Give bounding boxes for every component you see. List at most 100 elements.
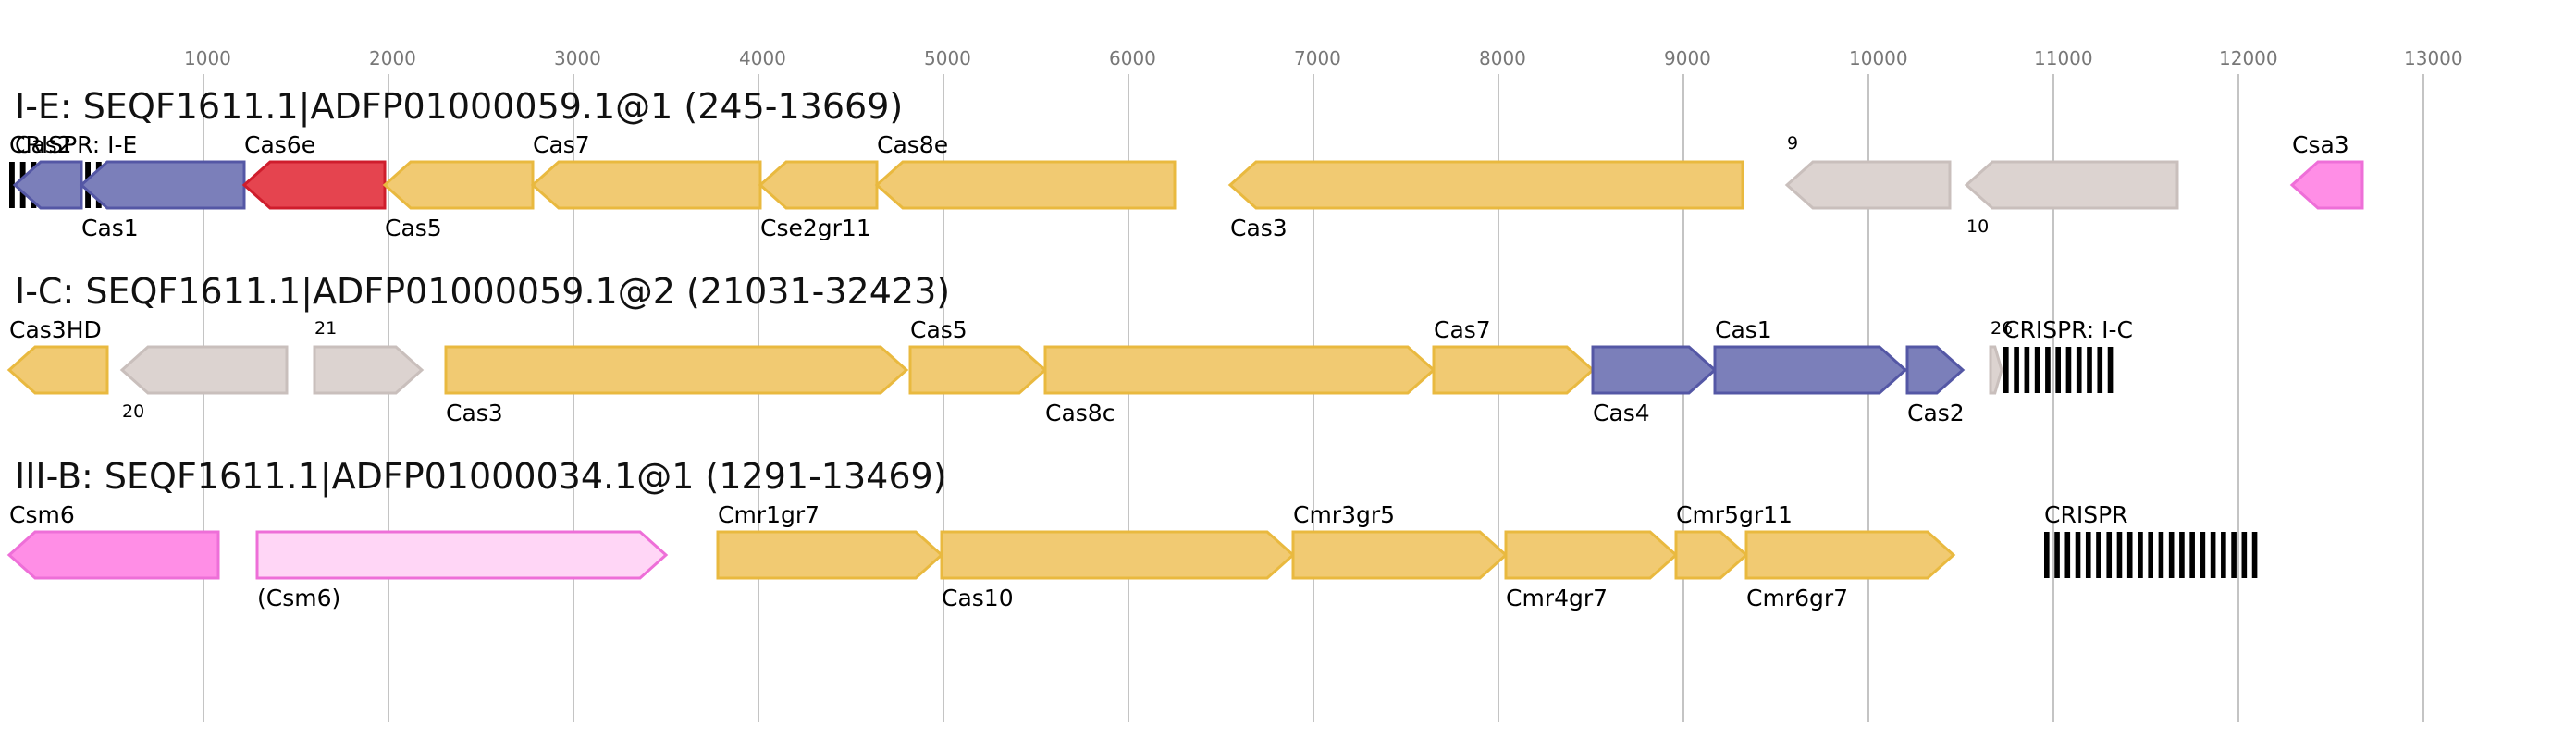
gene-label: Cas6e [244,131,315,158]
gene-label: Cas8c [1045,400,1115,426]
axis-tick-label: 8000 [1479,47,1526,69]
axis-tick-label: 2000 [369,47,416,69]
gene-arrow [940,530,1296,580]
crispr-repeat [2200,532,2206,578]
crispr-repeat [2179,532,2185,578]
crispr-repeat [2126,532,2133,578]
crispr-repeat [2241,532,2248,578]
gene-arrow [1964,160,2179,210]
crispr-repeat [2065,347,2072,393]
gene-arrow [1744,530,1956,580]
gene-label: Cmr3gr5 [1293,501,1395,528]
axis-tick-label: 11000 [2034,47,2093,69]
axis-tick-label: 3000 [554,47,601,69]
axis-tick-label: 7000 [1294,47,1341,69]
gene-arrow [255,530,669,580]
gene-label: 21 [314,318,337,339]
crispr-repeat [2034,347,2040,393]
gene-arrow [2289,160,2364,210]
gene-arrow [119,345,289,395]
crispr-repeat [2107,347,2114,393]
gene-label: 9 [1787,133,1798,154]
crispr-array [2044,532,2258,578]
crispr-repeat [2044,532,2050,578]
gene-label: Cas2 [15,131,72,158]
crispr-repeat [2189,532,2195,578]
gene-label: Cas4 [1593,400,1650,426]
gene-label: (Csm6) [257,585,340,611]
gene-label: CRISPR [2044,501,2128,528]
gene-label: Cas1 [81,215,139,241]
crispr-repeat [2096,532,2101,578]
gene-label: 20 [122,401,144,422]
gene-label: Csa3 [2292,131,2349,158]
gene-arrow [758,160,879,210]
gene-arrow [908,345,1048,395]
gene-arrow [1504,530,1679,580]
gene-label: Cas1 [1715,316,1772,343]
crispr-repeat [2045,347,2051,393]
gene-label: 10 [1966,216,1989,237]
crispr-repeat [2054,532,2060,578]
gene-arrow [530,160,762,210]
axis-tick-label: 9000 [1664,47,1711,69]
gene-label: Cse2gr11 [760,215,871,241]
gene-arrow [716,530,944,580]
crispr-repeat [2221,532,2226,578]
crispr-repeat [2251,532,2258,578]
crispr-array [2003,347,2114,393]
gene-arrow [313,345,425,395]
gene-label: Cmr1gr7 [718,501,820,528]
gene-label: CRISPR: I-E [9,131,137,158]
gene-arrow [241,160,387,210]
crispr-repeat [2003,347,2009,393]
crispr-repeat [2158,532,2164,578]
gene-label: Cmr4gr7 [1506,585,1608,611]
gene-label: CRISPR: I-C [2003,316,2133,343]
crispr-repeat [2087,347,2092,393]
gene-arrow [79,160,246,210]
track: I-E: SEQF1611.1|ADFP01000059.1@1 (245-13… [9,86,2364,241]
gene-label: Cas3 [446,400,503,426]
gene-label: Cas8e [877,131,948,158]
gene-label: Cas10 [942,585,1014,611]
gene-arrow [382,160,535,210]
crispr-repeat [2148,532,2153,578]
crispr-repeat [2138,532,2143,578]
track: I-C: SEQF1611.1|ADFP01000059.1@2 (21031-… [6,271,2133,426]
gene-arrow [1905,345,1966,395]
gene-label: Cas5 [910,316,968,343]
gene-arrow [1784,160,1952,210]
gene-label: Cas7 [1434,316,1491,343]
gene-label: Cas3 [1230,215,1288,241]
track-title: I-C: SEQF1611.1|ADFP01000059.1@2 (21031-… [15,271,950,313]
gene-arrow [1591,345,1718,395]
gene-arrow [1713,345,1908,395]
gene-label: Cmr5gr11 [1676,501,1793,528]
gene-arrow [1432,345,1596,395]
axis-tick-label: 5000 [924,47,971,69]
gene-label: Cas7 [533,131,590,158]
axis-tick-label: 12000 [2219,47,2278,69]
gene-label: Cas3HD [9,316,102,343]
crispr-repeat [2116,532,2123,578]
crispr-repeat [2024,347,2030,393]
axis-tick-label: 13000 [2404,47,2463,69]
crispr-repeat [2085,532,2091,578]
gene-label: Cas2 [1907,400,1965,426]
gene-arrow [6,345,109,395]
gene-arrow [1043,345,1436,395]
gene-arrow [1227,160,1744,210]
gene-label: Cas5 [385,215,442,241]
crispr-repeat [2231,532,2237,578]
crispr-repeat [2076,347,2082,393]
crispr-repeat [2075,532,2081,578]
crispr-repeat [2210,532,2216,578]
gene-label: 26 [1991,318,2013,339]
gene-arrow [1989,345,2003,395]
gene-arrow [1291,530,1509,580]
axis-tick-label: 6000 [1109,47,1156,69]
axis-tick-label: 10000 [1849,47,1908,69]
